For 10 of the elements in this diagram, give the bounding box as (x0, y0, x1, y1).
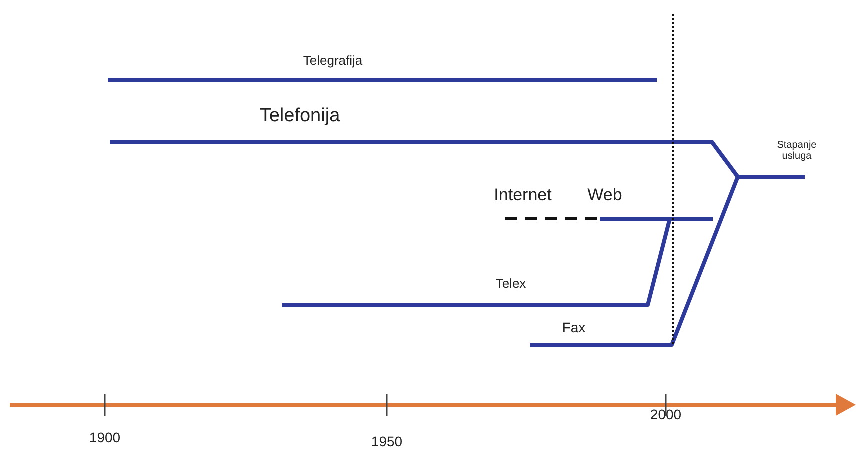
line-label: Internet (494, 186, 552, 206)
line-label: Telegrafija (303, 54, 363, 68)
line-label: Telefonija (260, 106, 340, 128)
line-label: Fax (562, 320, 586, 336)
year-label: 1900 (89, 430, 121, 446)
line-label: Telex (496, 276, 526, 292)
merge-label: Stapanje usluga (776, 140, 818, 162)
year-label: 1950 (371, 434, 403, 450)
line-label: Web (588, 186, 622, 206)
year-label: 2000 (650, 407, 682, 423)
